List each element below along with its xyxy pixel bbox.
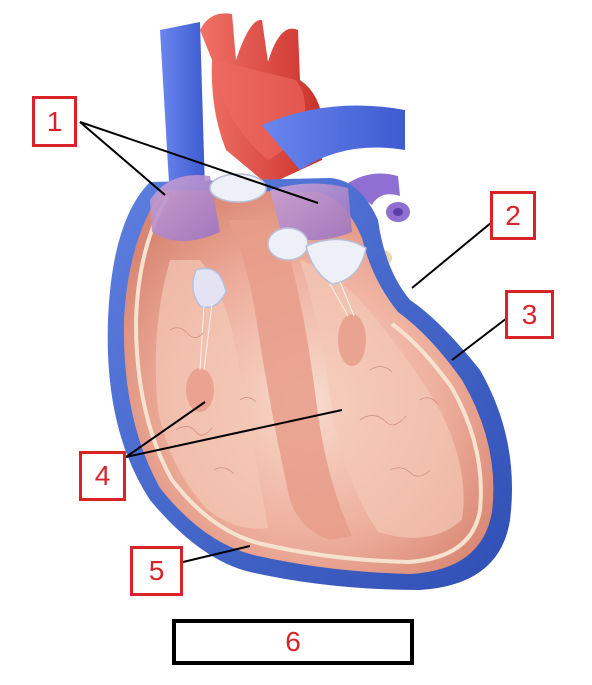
- label-2: 2: [490, 191, 536, 240]
- aortic-valve: [209, 173, 267, 203]
- trabeculae-texture: [169, 327, 439, 477]
- pulmonary-valve: [267, 227, 309, 261]
- label-5: 5: [130, 546, 183, 596]
- label-4: 4: [79, 451, 126, 501]
- leader-3: [451, 317, 508, 361]
- chordae-tendineae: [199, 281, 355, 371]
- label-3: 3: [505, 290, 554, 339]
- papillary-muscle-left: [338, 314, 366, 366]
- leader-4a: [125, 401, 206, 458]
- answer-box[interactable]: 6: [172, 619, 414, 665]
- interventricular-septum: [228, 220, 352, 540]
- pulmonary-artery: [262, 105, 405, 170]
- mitral-valve: [305, 238, 367, 285]
- leader-4b: [125, 409, 343, 458]
- endocardium: [133, 194, 483, 565]
- leader-1a: [79, 121, 166, 196]
- leader-2: [411, 221, 493, 289]
- leader-lines: [79, 121, 508, 563]
- right-atrium: [150, 175, 220, 241]
- superior-vena-cava: [160, 22, 205, 200]
- label-1: 1: [32, 96, 77, 147]
- tricuspid-valve: [192, 267, 227, 309]
- leader-1b: [79, 121, 319, 204]
- leader-5: [182, 545, 251, 563]
- papillary-muscle-right: [186, 368, 214, 412]
- left-atrium: [270, 183, 352, 241]
